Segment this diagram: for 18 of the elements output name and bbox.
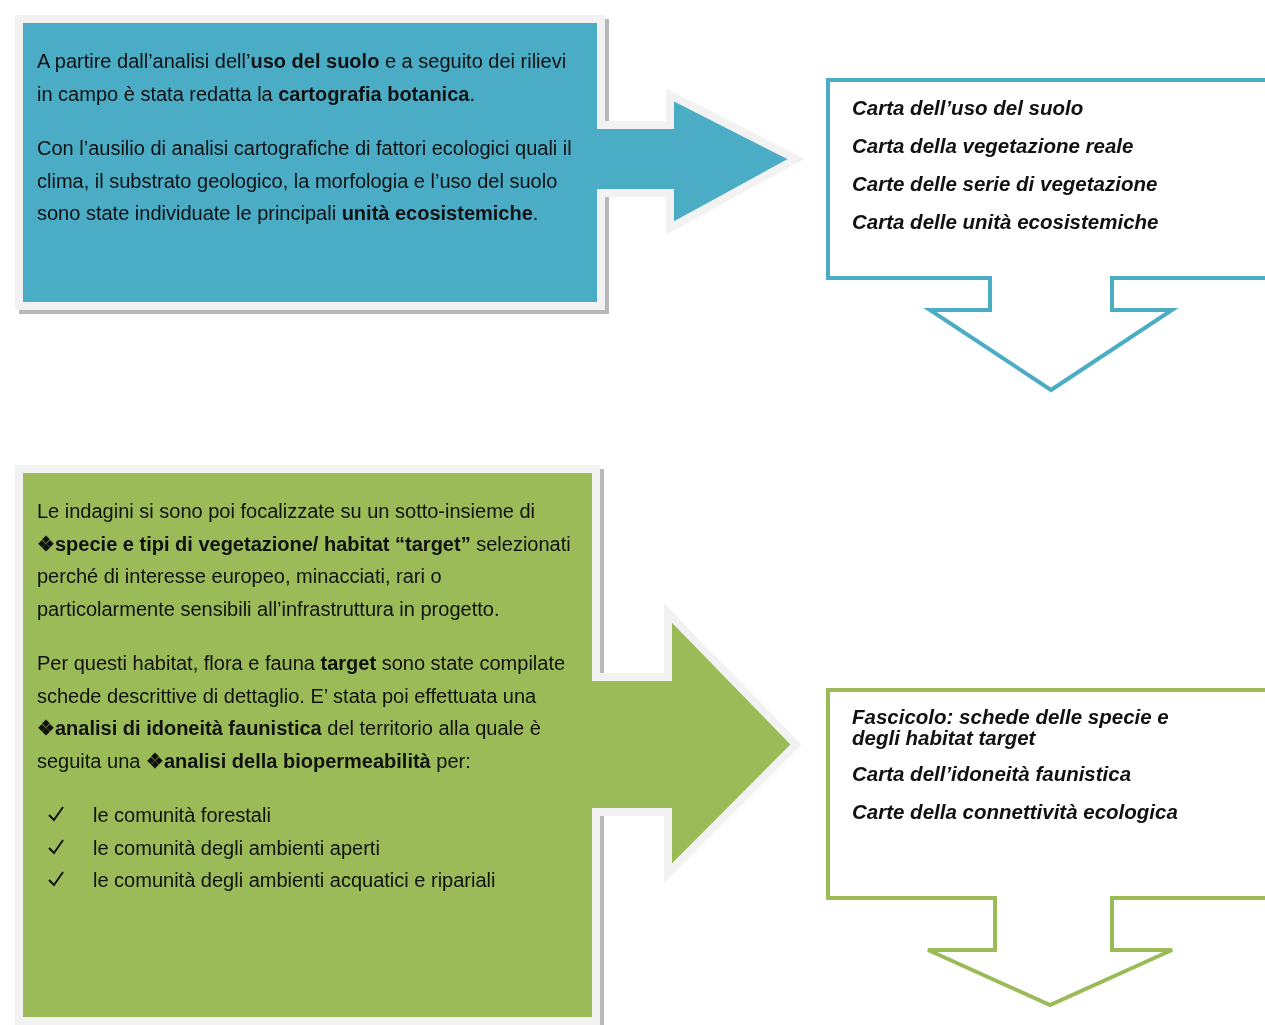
checklist-item: le comunità degli ambienti acquatici e ripariali xyxy=(93,868,496,893)
output-item: Carte delle serie di vegetazione xyxy=(852,172,1159,196)
output-item: Carta della vegetazione reale xyxy=(852,134,1135,158)
checklist-item: le comunità degli ambienti aperti xyxy=(93,835,380,861)
paragraph: A partire dall’analisi dell’uso del suolo e a seguito dei rilievi in campo è stata redatta la cartografia botanica. xyxy=(37,49,568,107)
output-item: Carta dell’idoneità faunistica xyxy=(852,762,1133,786)
paragraph: Per questi habitat, flora e fauna target sono state compilate schede descrittive di dettaglio. E’ stata poi effettuata una ❖analisi di idoneità faunistica del territorio alla quale è seguita una ❖analisi della biopermeabilità per: xyxy=(37,651,567,774)
down-arrow xyxy=(923,274,1179,393)
output-item: Fascicolo: schede delle specie e degli habitat target xyxy=(852,706,1170,748)
output-list-box xyxy=(826,78,1265,280)
output-item: Carta dell’uso del suolo xyxy=(852,96,1085,120)
output-item: Carta delle unità ecosistemiche xyxy=(852,210,1160,234)
down-arrow xyxy=(926,894,1174,1008)
paragraph: Con l’ausilio di analisi cartografiche di fattori ecologici quali il clima, il substrato geologico, la morfologia e l’uso del suolo sono state individuate le principali unità ecosistemiche. xyxy=(37,136,573,226)
output-item: Carte della connettività ecologica xyxy=(852,800,1179,824)
paragraph: Le indagini si sono poi focalizzate su un sotto-insieme di ❖specie e tipi di vegetazione/ habitat “target” selezionati perché di interesse europeo, minacciati, rari o particolarmente sensibili all’infrastruttura in progetto. xyxy=(37,499,572,622)
output-list-box xyxy=(826,688,1265,900)
checklist-item: le comunità forestali xyxy=(93,803,271,828)
